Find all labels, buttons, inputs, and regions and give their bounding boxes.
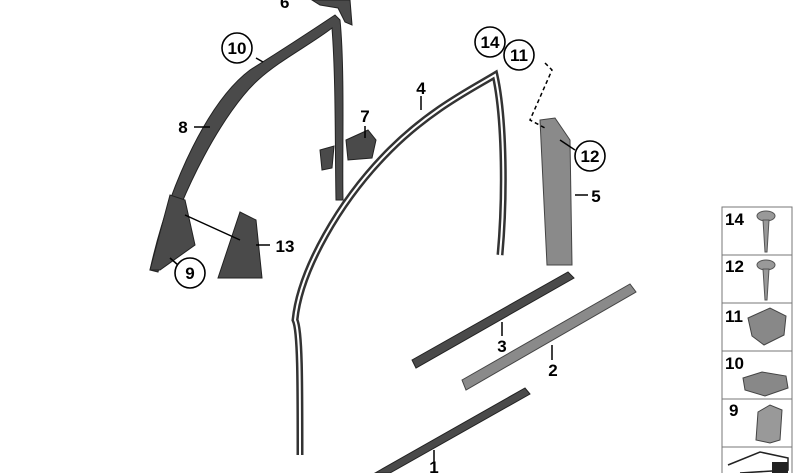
part-2-moulding [461,283,637,391]
callout-6: 6 [280,0,289,12]
callout-4: 4 [416,79,426,98]
legend-item-arrow [721,446,793,473]
part-9-trim [149,194,196,271]
callout-5: 5 [591,187,600,206]
expanding-nut-icon [747,307,787,346]
callout-14: 14 [481,33,500,52]
svg-text:12: 12 [725,257,744,276]
legend-item-12: 12 [721,254,793,304]
callout-10: 10 [228,39,247,58]
clip-icon [742,371,789,397]
svg-text:9: 9 [729,401,738,420]
svg-text:14: 14 [725,210,744,229]
legend-item-14: 14 [721,206,793,256]
part-8-pillar-seal [149,14,344,273]
arrow-symbol-icon [727,451,789,473]
part-1-seal [373,387,531,473]
callout-8: 8 [178,118,187,137]
callout-7: 7 [360,107,369,126]
svg-text:10: 10 [725,354,744,373]
callout-13: 13 [276,237,295,256]
callout-2: 2 [548,361,557,380]
callout-12: 12 [581,147,600,166]
part-13-mirror-cover [217,211,263,279]
part-3-seal [411,271,575,369]
callout-1: 1 [429,458,438,473]
spring-clip-icon [755,404,783,444]
part-7-bracket [345,129,377,161]
callout-9: 9 [185,264,194,283]
legend-item-9: 9 [721,398,793,448]
callout-3: 3 [497,337,506,356]
legend-item-11: 11 [721,302,793,352]
screw-icon [756,259,776,301]
part-6-trim [311,0,353,26]
part-4-door-seal [291,69,507,456]
legend-item-10: 10 [721,350,793,400]
part-5-pillar-trim [539,117,573,266]
callout-11: 11 [510,46,528,65]
part-6-lower [319,145,335,171]
svg-text:11: 11 [725,307,743,326]
screw-icon [756,210,776,253]
